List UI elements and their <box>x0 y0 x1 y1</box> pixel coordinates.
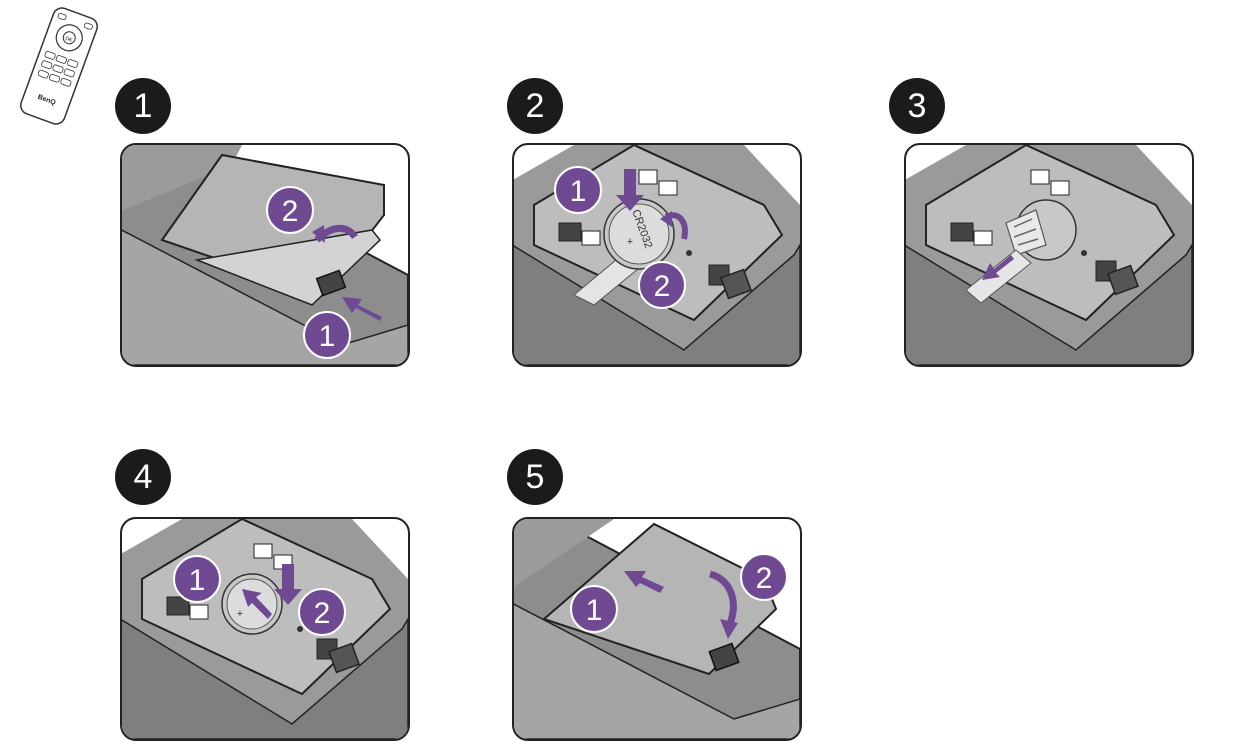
step-1-callout-2: 2 <box>282 195 299 228</box>
step-4-battery-sign: + <box>237 608 243 620</box>
step-2-battery-sign: + <box>627 236 633 248</box>
step-2-callout-2-circle <box>638 261 686 309</box>
step-3-badge: 3 <box>889 78 945 134</box>
step-2-callout-1-circle <box>554 166 602 214</box>
step-5-callout-1: 1 <box>586 594 603 627</box>
step-4-panel: + 1 2 <box>120 517 410 741</box>
step-5-callout-2: 2 <box>756 562 773 595</box>
step-2-callout-2: 2 <box>654 270 671 303</box>
step-1-panel: 2 1 <box>120 143 410 367</box>
step-5-panel: 1 2 <box>512 517 802 741</box>
step-1-callout-1-circle <box>303 311 351 359</box>
step-4-badge: 4 <box>115 449 171 505</box>
remote-ok-label: OK <box>64 36 73 44</box>
step-4-callout-2: 2 <box>314 597 331 630</box>
step-4-callout-1: 1 <box>189 564 206 597</box>
remote-control-illustration: OK BenQ <box>14 6 104 126</box>
step-1-badge: 1 <box>115 78 171 134</box>
step-5-callout-2-circle <box>740 553 788 601</box>
step-2-badge: 2 <box>507 78 563 134</box>
step-1-callout-2-circle <box>266 186 314 234</box>
step-3-panel <box>904 143 1194 367</box>
step-1-callout-1: 1 <box>319 320 336 353</box>
step-5-badge: 5 <box>507 449 563 505</box>
step-4-callout-1-circle <box>173 555 221 603</box>
step-4-callout-2-circle <box>298 588 346 636</box>
step-5-callout-1-circle <box>570 585 618 633</box>
step-2-callout-1: 1 <box>570 175 587 208</box>
step-2-panel: CR2032 + 1 2 <box>512 143 802 367</box>
